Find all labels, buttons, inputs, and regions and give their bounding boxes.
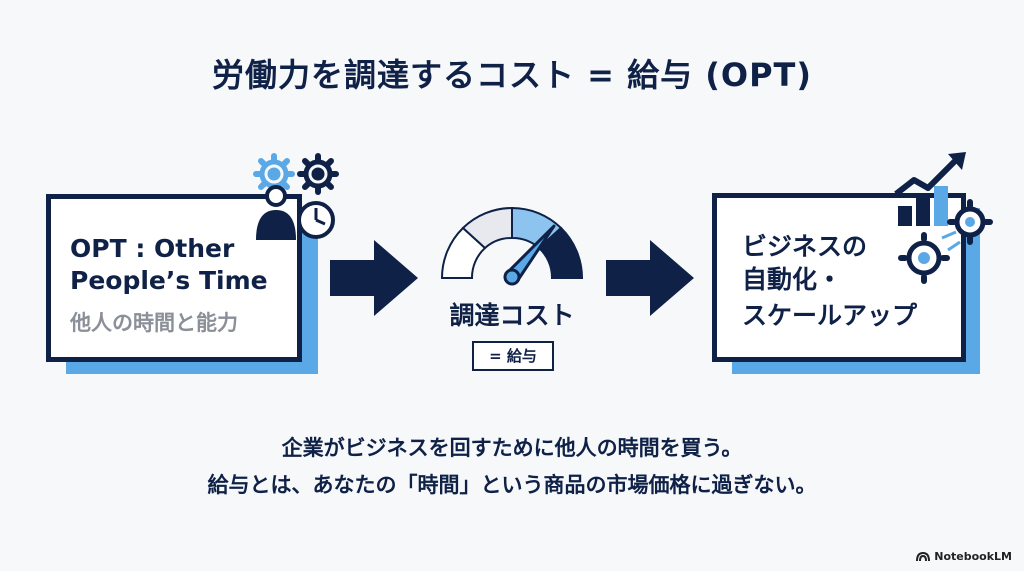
arrow-right-icon [330, 240, 418, 316]
left-box-line1: OPT : Other [70, 234, 235, 263]
clock-icon [297, 201, 335, 239]
brand-watermark: NotebookLM [916, 550, 1012, 563]
right-box-line1: ビジネスの [742, 232, 868, 261]
arrow-right-icon-2 [606, 240, 694, 316]
gauge-needle [503, 224, 556, 286]
left-box-subtitle: 他人の時間と能力 [70, 311, 238, 335]
caption-line2: 給与とは、あなたの「時間」という商品の市場価格に過ぎない。 [207, 473, 817, 497]
bar-chart-gears-icon [894, 152, 993, 284]
brand-label: NotebookLM [934, 550, 1012, 563]
center-label: 調達コスト [449, 301, 575, 330]
person-gear-clock-icon [253, 153, 339, 240]
right-box-line3: スケールアップ [742, 301, 918, 330]
right-box-line2: 自動化・ [742, 265, 843, 294]
gauge-icon [440, 206, 584, 286]
caption-line1: 企業がビジネスを回すために他人の時間を買う。 [281, 436, 743, 460]
page-title: 労働力を調達するコスト = 給与 (OPT) [212, 56, 812, 94]
notebooklm-logo-icon [916, 551, 931, 561]
person-icon [256, 185, 296, 240]
gears-icon [898, 199, 993, 284]
bar-chart-up-icon [894, 152, 966, 226]
left-box-line2: People’s Time [70, 266, 268, 295]
salary-tag: = 給与 [472, 341, 554, 371]
